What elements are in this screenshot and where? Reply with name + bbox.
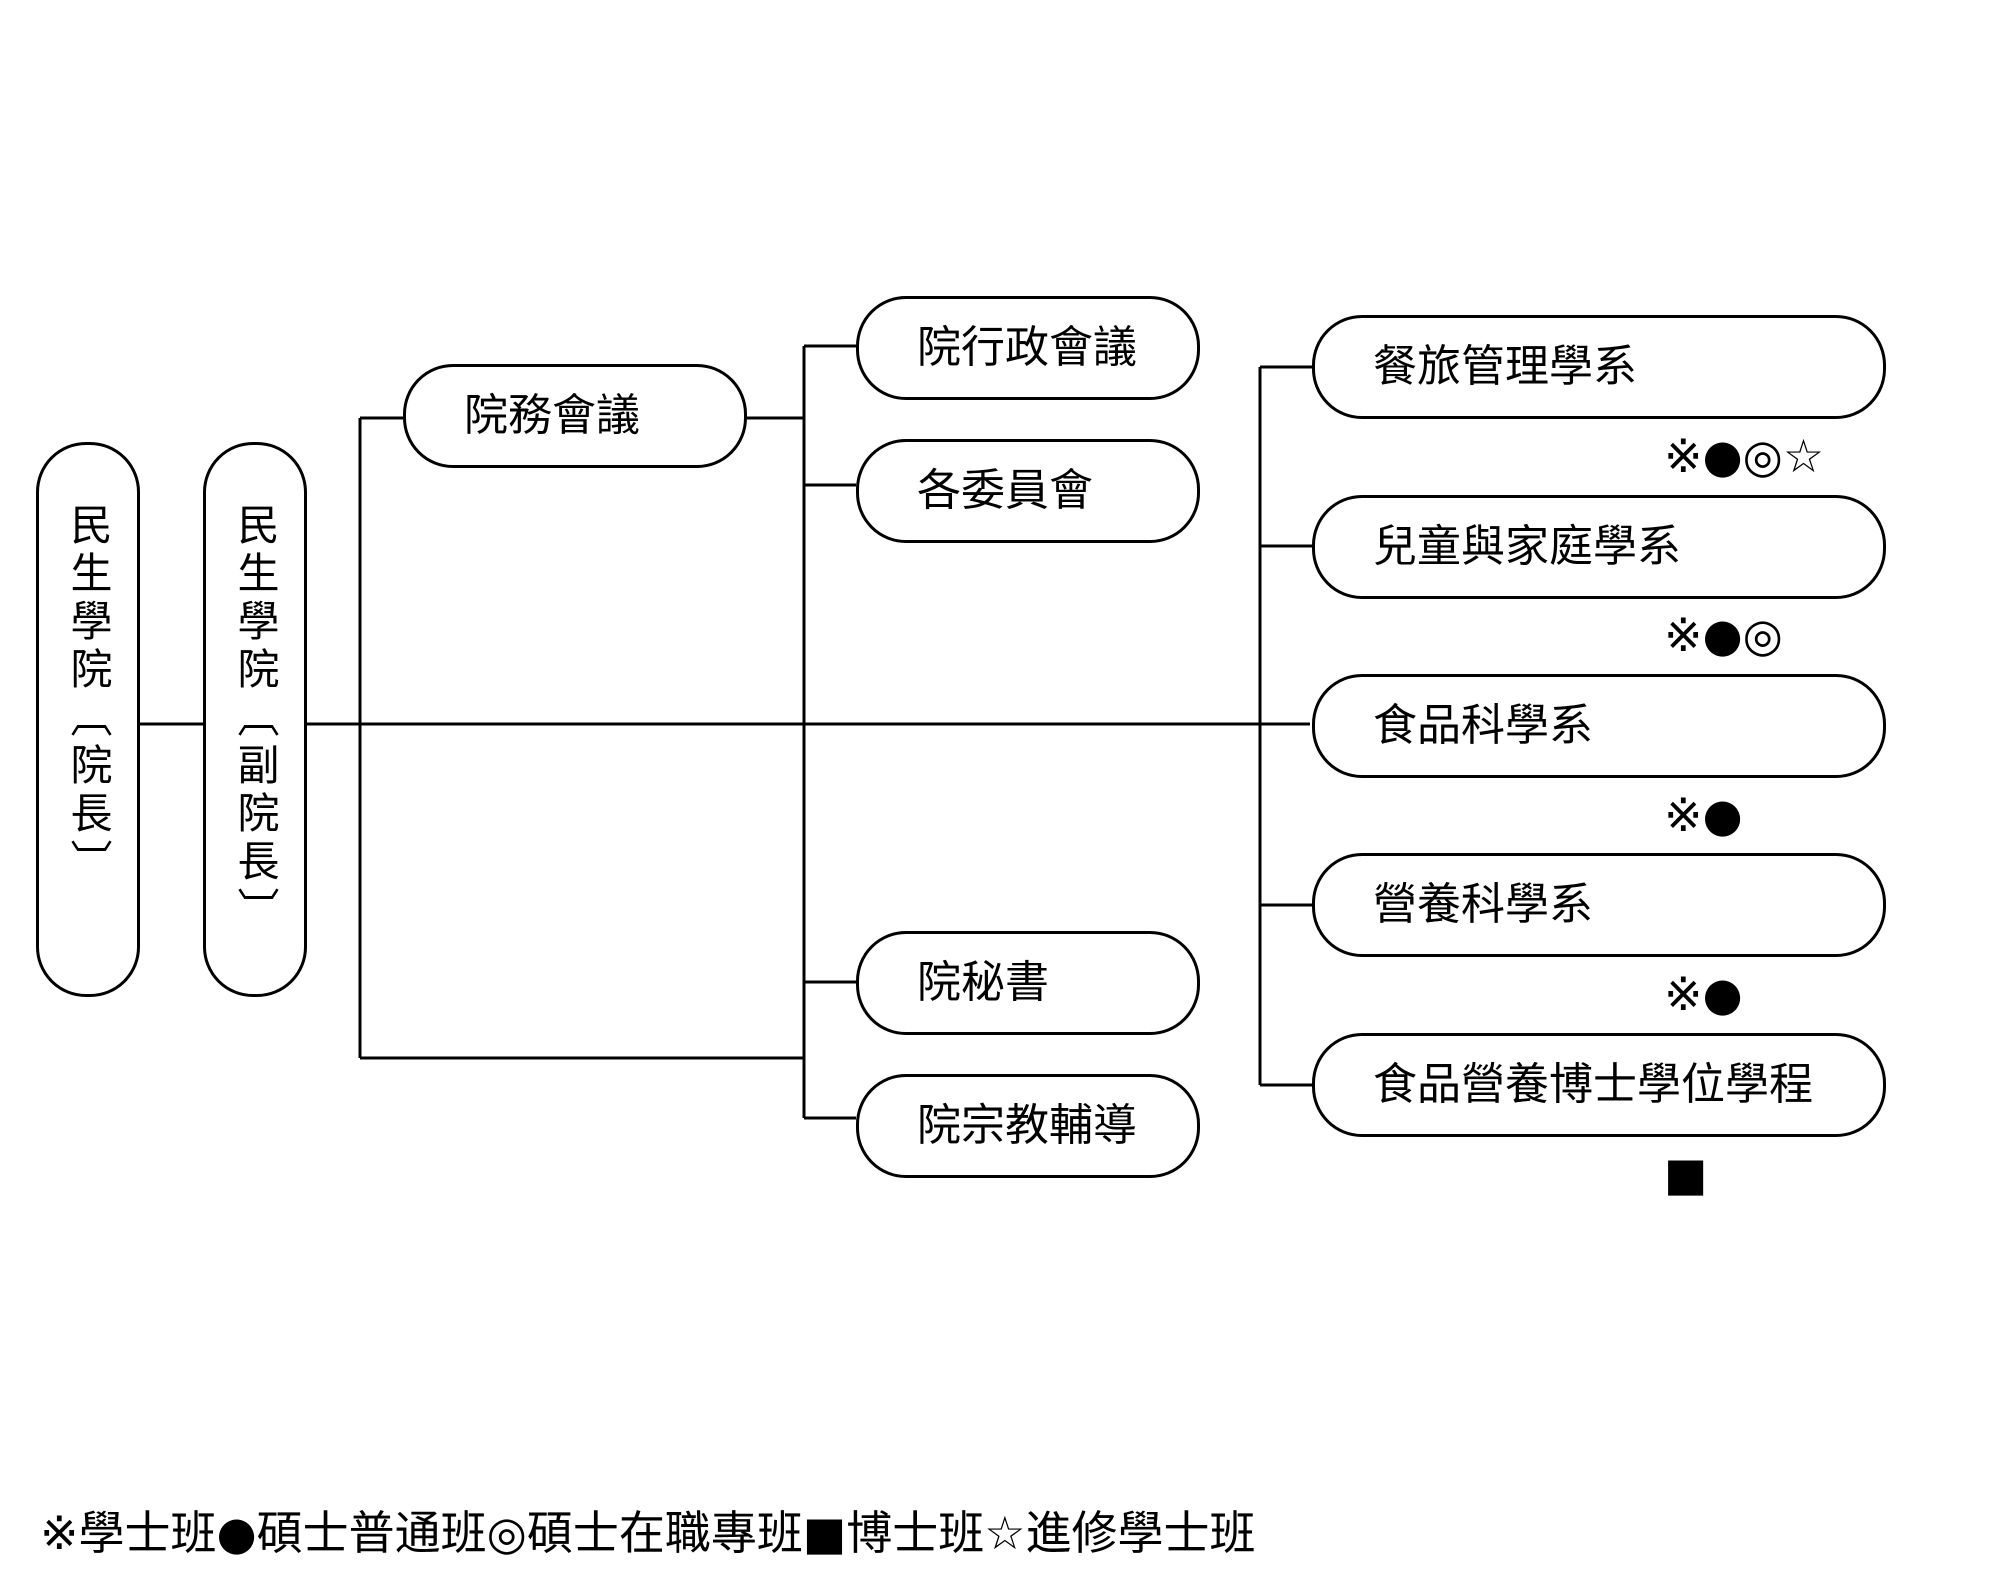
dept-nutrition-node: 營養科學系 [1312,853,1886,957]
dept-food-science-node: 食品科學系 [1312,674,1886,778]
dept-food-science-programs: ※● [1664,788,1743,842]
dept-food-science-label: 食品科學系 [1373,700,1593,751]
vice-dean-label: 民生學院〔副院長〕 [231,503,280,935]
dept-nutrition-programs: ※● [1664,967,1743,1021]
admin-meeting-label: 院行政會議 [917,322,1137,373]
committees-node: 各委員會 [856,439,1200,543]
dept-child-family-label: 兒童與家庭學系 [1373,521,1681,572]
dept-child-family-node: 兒童與家庭學系 [1312,495,1886,599]
secretary-label: 院秘書 [917,957,1049,1008]
secretary-node: 院秘書 [856,931,1200,1035]
dean-label: 民生學院〔院長〕 [64,503,113,887]
dean-node: 民生學院〔院長〕 [36,442,140,997]
dept-hospitality-node: 餐旅管理學系 [1312,315,1886,419]
committees-label: 各委員會 [917,465,1093,516]
admin-meeting-node: 院行政會議 [856,296,1200,400]
legend: ※學士班●碩士普通班◎碩士在職專班■博士班☆進修學士班 [40,1506,1256,1560]
dept-hospitality-label: 餐旅管理學系 [1373,341,1637,392]
phd-program-programs: ■ [1664,1147,1708,1201]
phd-program-node: 食品營養博士學位學程 [1312,1033,1886,1137]
dept-nutrition-label: 營養科學系 [1373,879,1593,930]
phd-program-label: 食品營養博士學位學程 [1373,1059,1813,1110]
dept-hospitality-programs: ※●◎☆ [1664,429,1825,483]
vice-dean-node: 民生學院〔副院長〕 [203,442,307,997]
religious-counseling-node: 院宗教輔導 [856,1074,1200,1178]
religious-counseling-label: 院宗教輔導 [917,1100,1137,1151]
college-council-label: 院務會議 [464,390,640,441]
college-council-node: 院務會議 [403,364,747,468]
dept-child-family-programs: ※●◎ [1664,608,1783,662]
